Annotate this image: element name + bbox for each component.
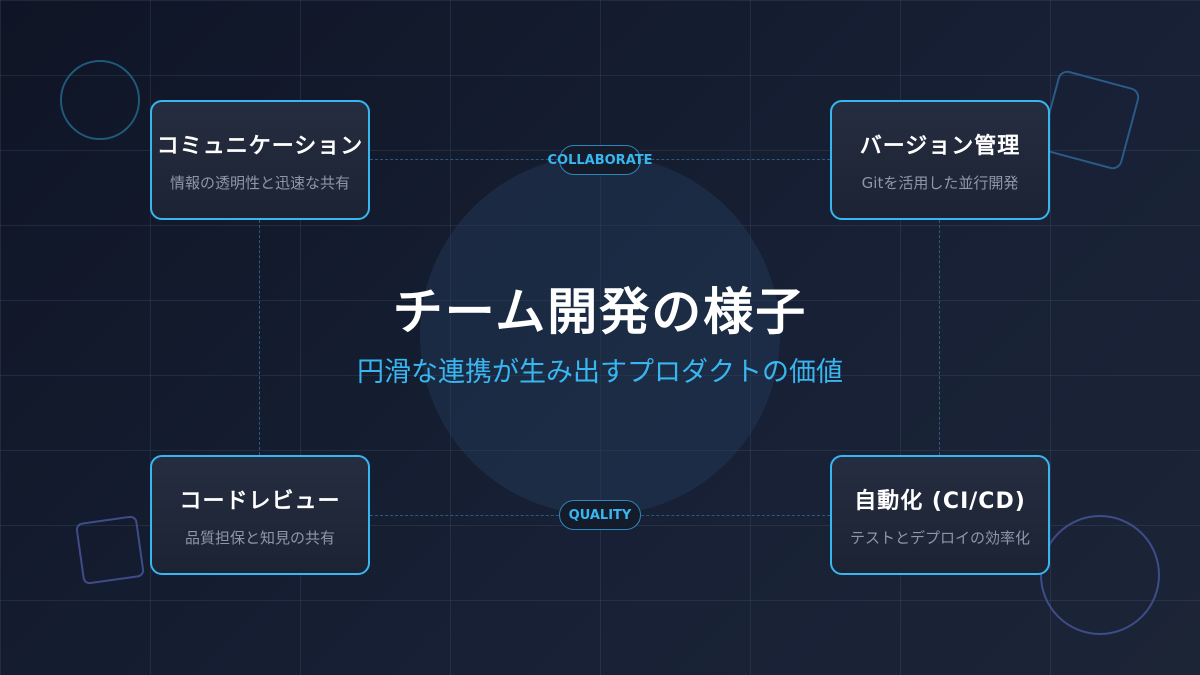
quality-label: QUALITY [559, 500, 641, 530]
card-desc: 品質担保と知見の共有 [184, 528, 335, 547]
card-title: 自動化 (CI/CD) [854, 488, 1026, 514]
card-code-review: コードレビュー 品質担保と知見の共有 [150, 455, 370, 575]
collaborate-label: COLLABORATE [548, 145, 653, 175]
card-title: コミュニケーション [156, 133, 364, 159]
card-automation: 自動化 (CI/CD) テストとデプロイの効率化 [830, 455, 1050, 575]
deco-circle-bottom-right [1040, 515, 1160, 635]
card-desc: Gitを活用した並行開発 [861, 173, 1019, 192]
card-desc: テストとデプロイの効率化 [849, 528, 1030, 547]
card-desc: 情報の透明性と迅速な共有 [169, 173, 350, 192]
card-version-control: バージョン管理 Gitを活用した並行開発 [830, 100, 1050, 220]
center-glow [420, 155, 780, 515]
main-title: チーム開発の様子 [392, 283, 808, 341]
deco-square-bottom-left [74, 514, 146, 586]
deco-circle-top-left [60, 60, 140, 140]
connector-right [939, 220, 940, 455]
card-communication: コミュニケーション 情報の透明性と迅速な共有 [150, 100, 370, 220]
subtitle: 円滑な連携が生み出すプロダクトの価値 [357, 357, 843, 388]
connector-left [259, 220, 260, 455]
card-title: バージョン管理 [859, 133, 1021, 159]
card-title: コードレビュー [179, 488, 341, 514]
